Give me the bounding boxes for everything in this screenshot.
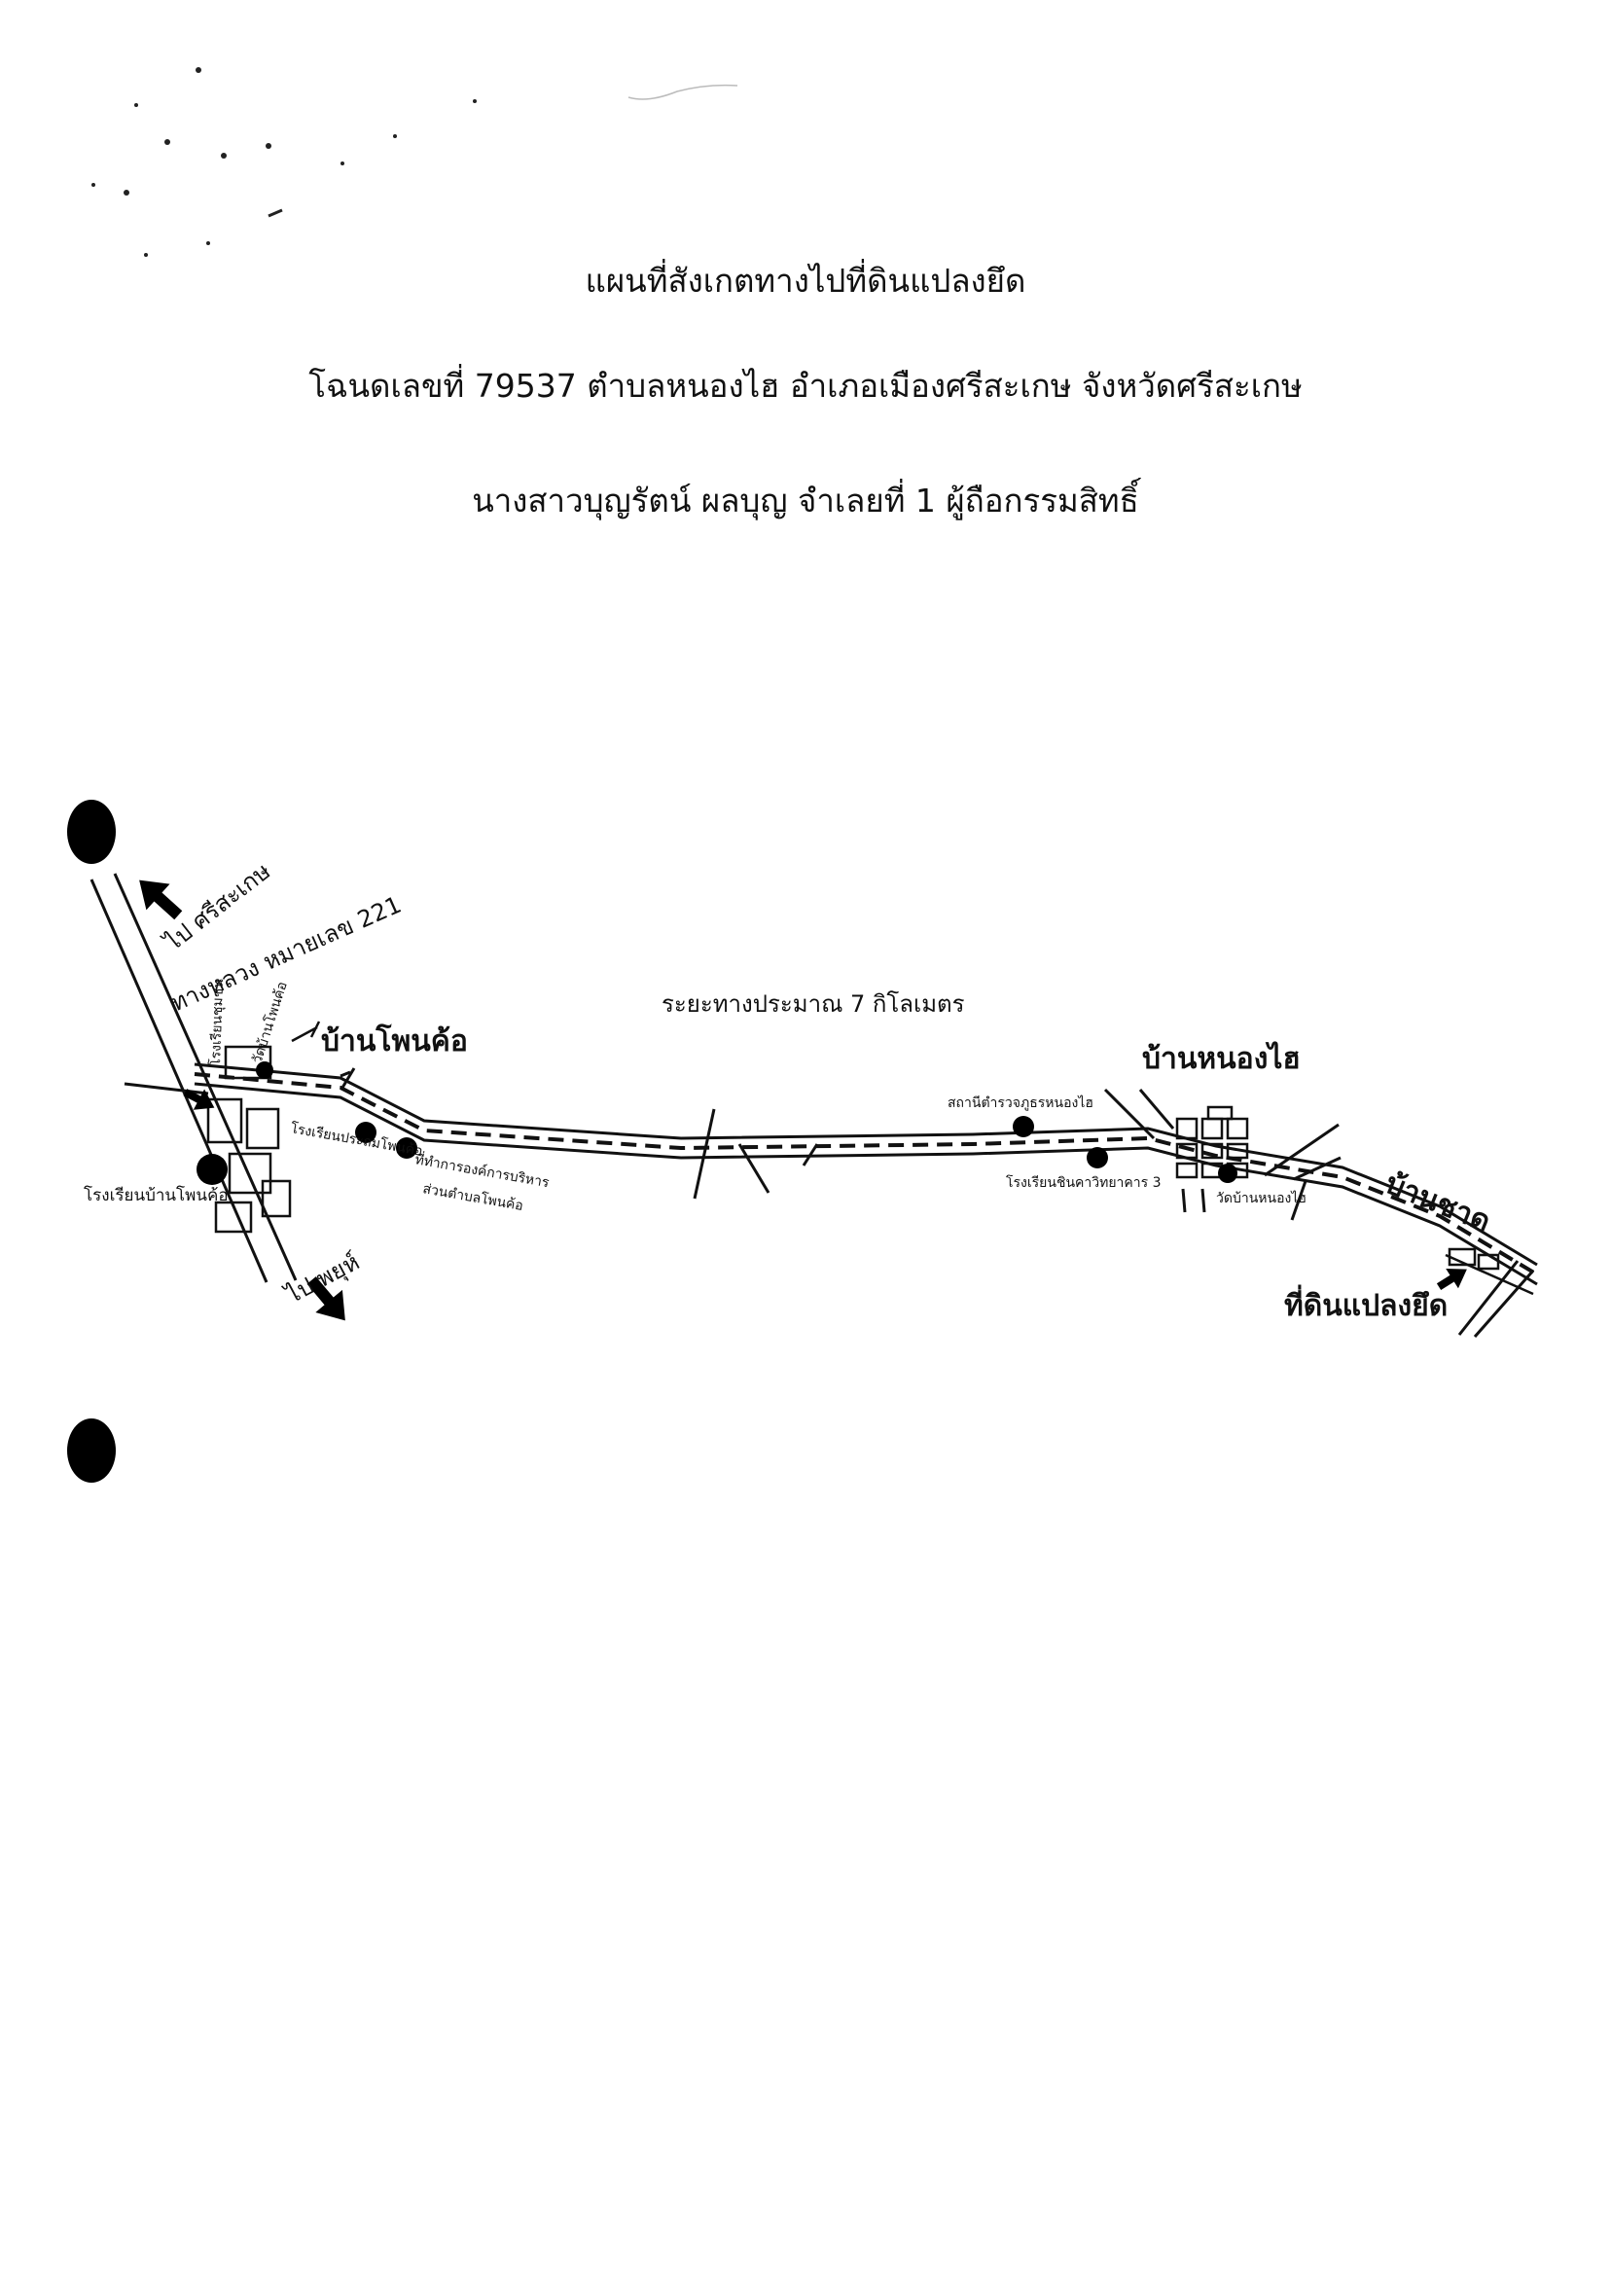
label-school-ban-phon-kho: โรงเรียนบ้านโพนค้อ <box>84 1185 229 1205</box>
scan-specks <box>91 67 738 257</box>
deed-line: โฉนดเลขที่ 79537 ตำบลหนองไฮ อำเภอเมืองศร… <box>308 367 1303 405</box>
arrow-icon-seized-land <box>1436 1268 1467 1290</box>
main-route <box>194 1062 1539 1286</box>
label-ban-chat: บ้านชาด <box>1380 1166 1495 1239</box>
direction-arrows <box>139 879 1467 1321</box>
tao-office-marker <box>396 1137 417 1159</box>
label-school-nong-hai: โรงเรียนชินคาวิทยาคาร 3 <box>1006 1174 1162 1191</box>
landmark-markers <box>197 1061 1237 1185</box>
label-tao-office-2: ส่วนตำบลโพนค้อ <box>421 1180 524 1214</box>
label-ban-nong-hai: บ้านหนองไฮ <box>1142 1041 1301 1076</box>
owner-line: นางสาวบุญรัตน์ ผลบุญ จำเลยที่ 1 ผู้ถือกร… <box>472 482 1139 520</box>
nong-hai-blocks <box>1175 1105 1249 1179</box>
wat-phon-kho-marker <box>256 1061 273 1079</box>
document-title: แผนที่สังเกตทางไปที่ดินแปลงยึด <box>585 262 1026 300</box>
label-distance: ระยะทางประมาณ 7 กิโลเมตร <box>662 990 965 1018</box>
binder-hole-bottom <box>67 1418 116 1483</box>
side-roads <box>124 1067 1535 1338</box>
police-station-marker <box>1013 1116 1034 1137</box>
school-nong-hai-marker <box>1087 1147 1108 1168</box>
label-seized-land: ที่ดินแปลงยึด <box>1284 1284 1448 1323</box>
chat-blocks <box>1445 1247 1534 1296</box>
primary-school-marker <box>355 1122 376 1143</box>
arrow-icon-to-phayu <box>306 1276 345 1321</box>
phon-kho-blocks <box>206 1021 321 1234</box>
label-rong-rian-chumchon: โรงเรียนชุมชน <box>207 978 227 1066</box>
label-police-station: สถานีตำรวจภูธรหนองไฮ <box>948 1094 1093 1111</box>
binder-hole-top <box>67 800 116 864</box>
arrow-icon-junction <box>183 1089 215 1110</box>
label-ban-phon-kho: บ้านโพนค้อ <box>321 1022 468 1058</box>
label-primary-school: โรงเรียนประถมโพนค้อ <box>289 1120 424 1160</box>
arrow-icon-to-sisaket <box>139 879 183 920</box>
school-ban-phon-kho-marker <box>197 1154 228 1185</box>
wat-nong-hai-marker <box>1218 1164 1237 1183</box>
label-wat-nong-hai: วัดบ้านหนองไฮ <box>1216 1190 1307 1206</box>
